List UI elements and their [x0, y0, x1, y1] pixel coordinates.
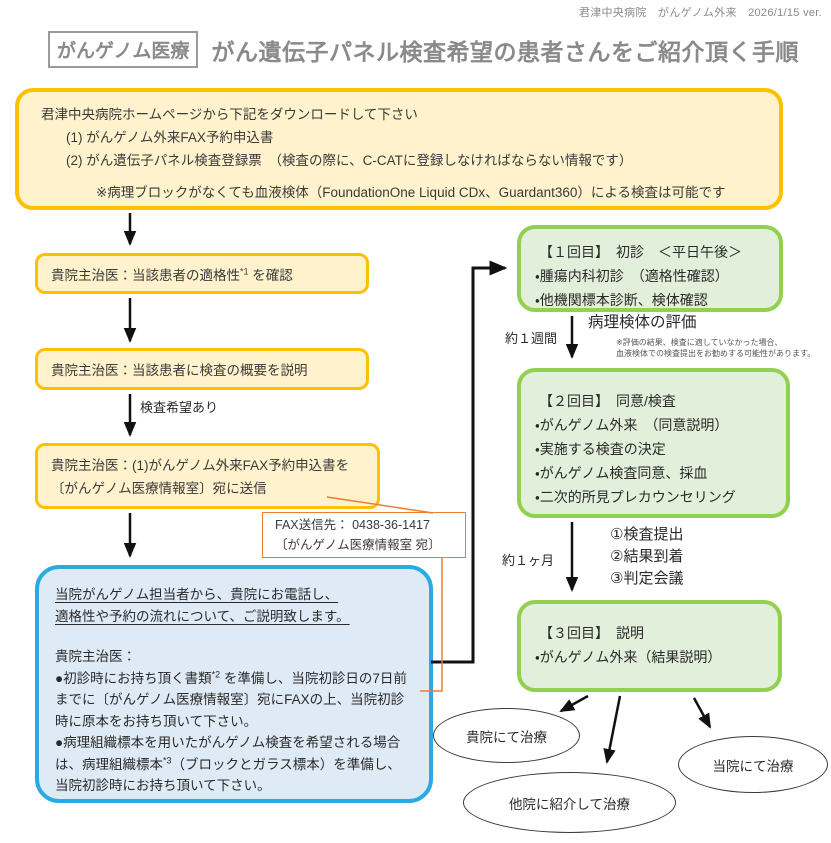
fax-number-callout: FAX送信先： 0438-36-1417 〔がんゲノム医療情報室 宛〕	[262, 512, 466, 558]
step3-text: 貴院主治医：(1)がんゲノム外来FAX予約申込書を〔がんゲノム医療情報室〕宛に送…	[51, 458, 350, 496]
visit3-title: 【３回目】 説明	[539, 625, 644, 641]
download-item-2: (2) がん遺伝子パネル検査登録票 （検査の際に、C-CATに登録しなければなら…	[66, 153, 633, 168]
visit2-item: ・二次的所見プレカウンセリング	[535, 489, 736, 505]
outcome-refer-to-other-hospital: 他院に紹介して治療	[463, 772, 676, 833]
arrow-visit3-to-oval1	[559, 694, 589, 713]
visit2-item: ・がんゲノム外来 （同意説明）	[535, 417, 729, 433]
step1-text: 貴院主治医：当該患者の適格性	[51, 267, 240, 283]
contact-heading-line1: 当院がんゲノム担当者から、貴院にお電話し、	[55, 587, 339, 602]
interval2-steps: ①検査提出 ②結果到着 ③判定会議	[610, 526, 684, 587]
page-title: がん遺伝子パネル検査希望の患者さんをご紹介頂く手順	[211, 38, 799, 65]
fax-number: FAX送信先： 0438-36-1417	[275, 518, 430, 532]
download-note: ※病理ブロックがなくても血液検体（FoundationOne Liquid CD…	[96, 185, 726, 200]
title-badge: がんゲノム医療	[48, 31, 199, 68]
download-intro: 君津中央病院ホームページから下記をダウンロードして下さい	[41, 107, 418, 122]
step2-text: 貴院主治医：当該患者に検査の概要を説明	[51, 363, 308, 378]
contact-bullet-2: ●病理組織標本を用いたがんゲノム検査を希望される場合は、病理組織標本*3（ブロッ…	[55, 735, 401, 793]
visit2-item: ・実施する検査の決定	[535, 441, 666, 457]
footnote-ref-2: *2	[211, 669, 221, 679]
visit1-box: 【１回目】 初診 ＜平日午後＞ ・腫瘍内科初診 （適格性確認） ・他機関標本診断…	[517, 225, 783, 312]
visit1-title: 【１回目】 初診 ＜平日午後＞	[539, 244, 742, 260]
visit2-item: ・がんゲノム検査同意、採血	[535, 465, 708, 481]
interval2-duration: 約１ヶ月	[501, 553, 554, 568]
visit1-item: ・腫瘍内科初診 （適格性確認）	[535, 268, 729, 284]
interval1-note: ※評価の結果、検査に適していなかった場合、 血液検体での検査提出をお勧めする可能…	[616, 338, 816, 358]
interval1-duration: 約１週間	[504, 331, 557, 346]
step-explain-test: 貴院主治医：当該患者に検査の概要を説明	[35, 348, 369, 390]
visit3-box: 【３回目】 説明 ・がんゲノム外来（結果説明）	[517, 600, 782, 692]
contact-subheading: 貴院主治医：	[55, 649, 136, 664]
step-check-eligibility: 貴院主治医：当該患者の適格性*1 を確認	[35, 253, 369, 294]
visit1-item: ・他機関標本診断、検体確認	[535, 292, 708, 308]
outcome-treat-at-your-hospital: 貴院にて治療	[433, 708, 580, 763]
fax-recipient: 〔がんゲノム医療情報室 宛〕	[275, 538, 441, 552]
arrow-visit3-to-oval3	[692, 697, 712, 729]
arrow-visit3-to-oval2	[603, 695, 622, 764]
contact-bullet-1: ●初診時にお持ち頂く書類*2 を準備し、当院初診日の7日前までに〔がんゲノム医療…	[55, 669, 407, 729]
download-instruction-box: 君津中央病院ホームページから下記をダウンロードして下さい (1) がんゲノム外来…	[15, 88, 783, 210]
branch-label-test-desired: 検査希望あり	[140, 400, 219, 415]
footnote-ref-1: *1	[240, 266, 249, 276]
outcome-treat-at-our-hospital: 当院にて治療	[678, 736, 828, 793]
visit2-box: 【２回目】 同意/検査 ・がんゲノム外来 （同意説明） ・実施する検査の決定 ・…	[517, 368, 790, 518]
footnote-ref-3: *3	[163, 755, 172, 765]
page-header: がんゲノム医療 がん遺伝子パネル検査希望の患者さんをご紹介頂く手順	[48, 31, 799, 68]
download-item-1: (1) がんゲノム外来FAX予約申込書	[66, 130, 274, 145]
hospital-contact-info-box: 当院がんゲノム担当者から、貴院にお電話し、 適格性や予約の流れについて、ご説明致…	[35, 565, 433, 803]
visit2-title: 【２回目】 同意/検査	[539, 393, 676, 409]
step-fax-application: 貴院主治医：(1)がんゲノム外来FAX予約申込書を〔がんゲノム医療情報室〕宛に送…	[35, 443, 380, 509]
interval1-label: 病理検体の評価	[588, 314, 697, 331]
contact-heading-line2: 適格性や予約の流れについて、ご説明致します。	[55, 608, 350, 624]
visit3-item: ・がんゲノム外来（結果説明）	[535, 649, 722, 665]
version-text: 君津中央病院 がんゲノム外来 2026/1/15 ver.	[578, 7, 822, 19]
